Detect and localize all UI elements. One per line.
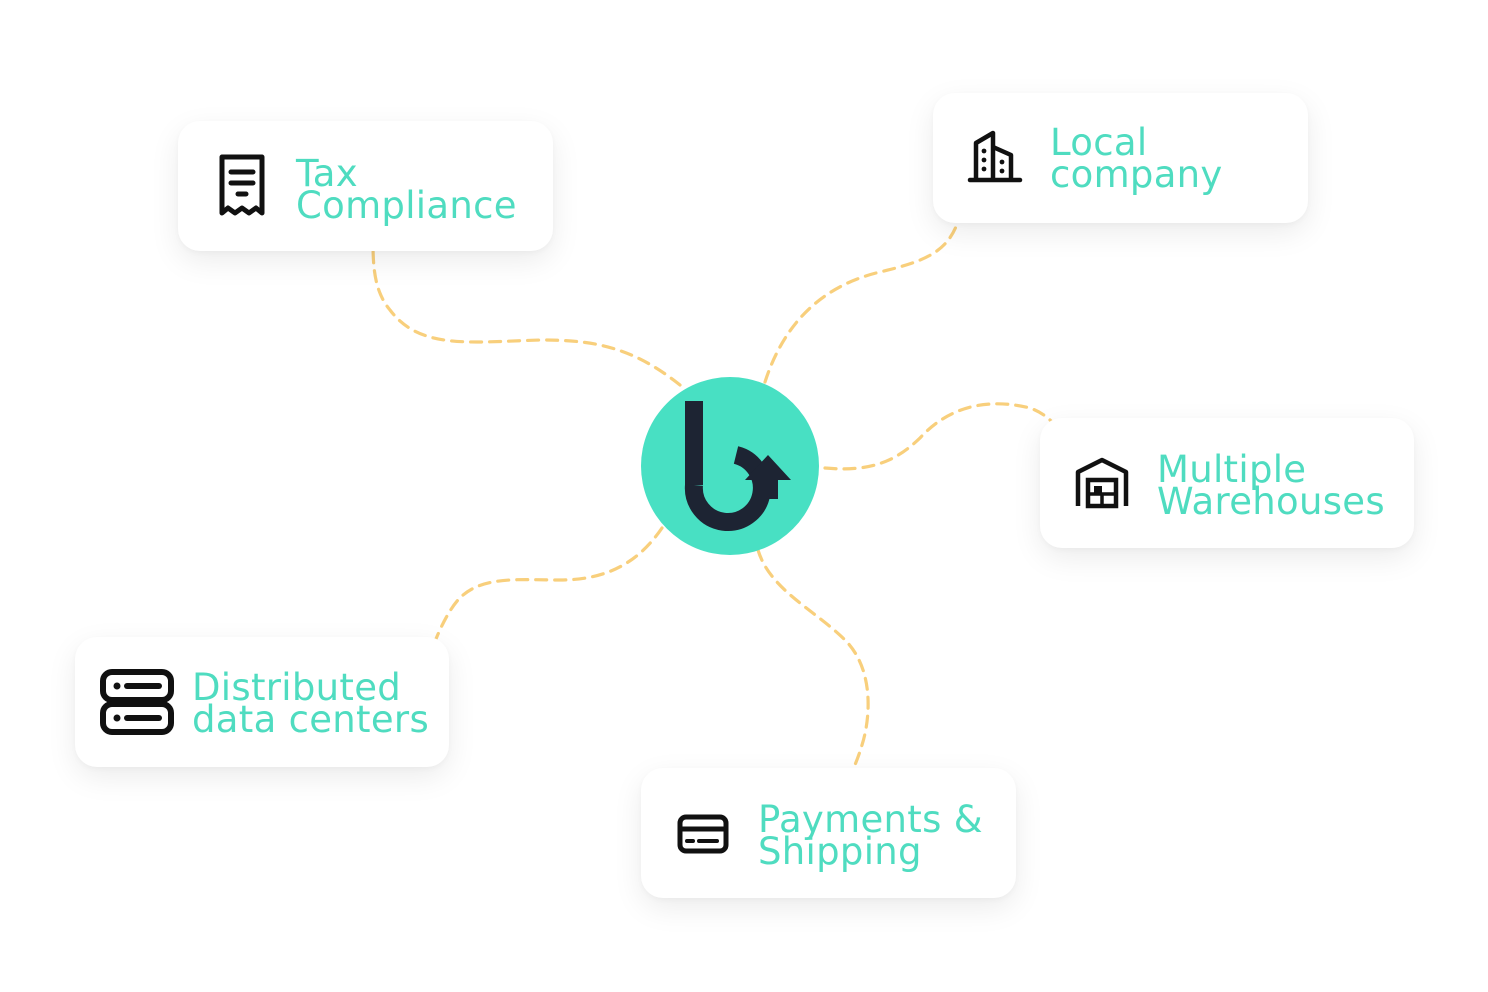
card-label-payments: Payments & Shipping <box>758 798 983 873</box>
card-label-warehouses: Multiple Warehouses <box>1157 448 1385 523</box>
receipt-icon <box>219 154 265 216</box>
server-stack-icon <box>100 669 174 735</box>
card-label-line2: Shipping <box>758 830 922 873</box>
connector-warehouses <box>823 402 1070 471</box>
connector-datacenters <box>426 526 664 662</box>
office-building-icon <box>967 130 1023 183</box>
card-label-line2: Warehouses <box>1157 480 1385 523</box>
b-circular-arrow-logo-icon <box>641 377 819 555</box>
card-label-line2: company <box>1050 153 1223 196</box>
card-label-line1: Payments & <box>758 798 983 841</box>
card-tax-compliance: Tax Compliance <box>178 121 553 251</box>
card-label-line2: Compliance <box>296 184 517 227</box>
connector-tax <box>371 236 682 387</box>
hub-logo <box>641 377 819 555</box>
card-payments-shipping: Payments & Shipping <box>641 768 1016 898</box>
card-label-line2: data centers <box>192 698 430 741</box>
credit-card-icon <box>677 814 729 854</box>
card-label-tax: Tax Compliance <box>296 152 517 227</box>
card-label-line1: Multiple <box>1157 448 1307 491</box>
card-distributed-data-centers: Distributed data centers <box>75 637 449 767</box>
connector-payments <box>756 548 870 786</box>
warehouse-icon <box>1075 457 1129 509</box>
card-label-line1: Tax <box>296 152 358 195</box>
card-label-datacenters: Distributed data centers <box>192 666 430 741</box>
card-label-line1: Local <box>1050 121 1148 164</box>
card-label-line1: Distributed <box>192 666 402 709</box>
connector-local <box>763 202 964 384</box>
card-multiple-warehouses: Multiple Warehouses <box>1040 418 1414 548</box>
card-label-local: Local company <box>1050 121 1223 196</box>
card-local-company: Local company <box>933 93 1308 223</box>
